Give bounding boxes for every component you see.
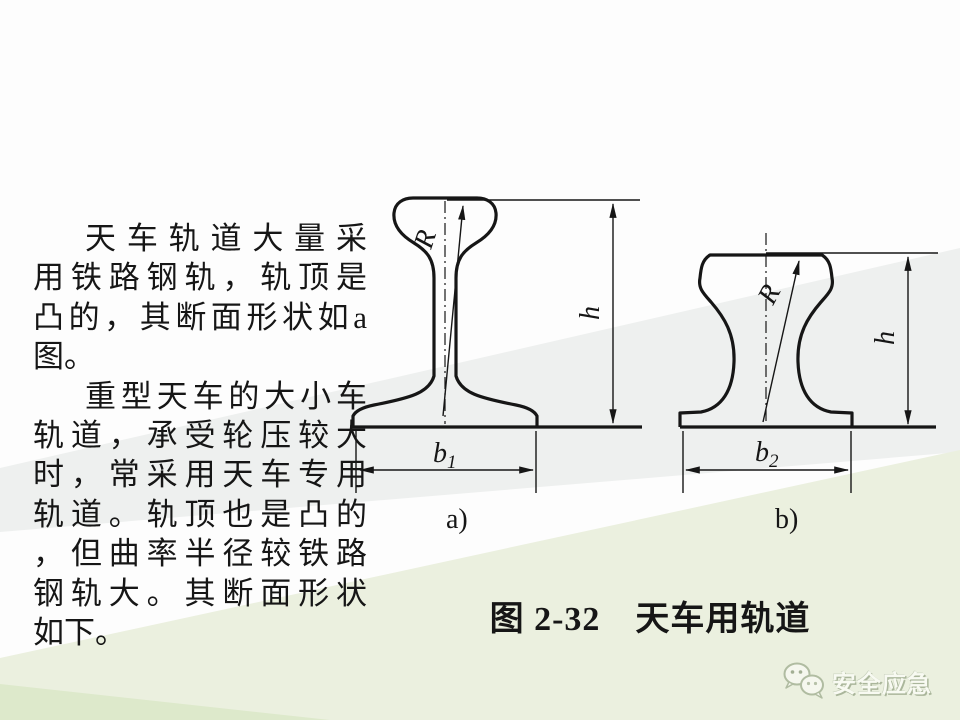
body-text-line: 轨道。轨顶也是凸的	[33, 496, 367, 532]
gray-diagonal-band	[0, 248, 960, 532]
green-diagonal-band	[0, 450, 960, 720]
body-text-line: 如下。	[33, 615, 126, 651]
body-text-line: ，但曲率半径较铁路	[33, 536, 367, 572]
green-corner-triangle	[0, 684, 330, 720]
body-text-line: 图。	[33, 339, 95, 375]
body-text-line: 重型天车的大小车	[85, 378, 367, 414]
watermark-text: 安全应急	[832, 670, 932, 698]
rail-a-radius-arrow	[442, 204, 466, 417]
body-text-line: 钢轨大。其断面形状	[33, 575, 367, 611]
rail-b-radius-arrow	[762, 259, 800, 423]
rail-b-width-label: b	[755, 437, 769, 468]
body-text-line: 轨道，承受轮压较大	[33, 418, 367, 454]
rail-a-width-label: b	[433, 438, 447, 469]
wechat-icon	[783, 662, 824, 699]
body-text-line: 时，常采用天车专用	[33, 457, 367, 493]
rail-a-width-subscript: 1	[447, 452, 457, 473]
rail-a-radius-label: R	[408, 226, 443, 253]
body-text-line: 凸的，其断面形状如a	[33, 299, 367, 335]
rail-b-height-label: h	[870, 331, 901, 345]
body-text: 天车轨道大量采 用铁路钢轨，轨顶是 凸的，其断面形状如a 图。 重型天车的大小车…	[33, 219, 367, 652]
rail-b-width-subscript: 2	[769, 451, 779, 472]
body-text-line: 天车轨道大量采	[85, 221, 367, 256]
figure-rail-sections: R h b 1 a) R h b 2 b)	[350, 196, 938, 535]
figure-caption: 图 2-32 天车用轨道	[489, 601, 811, 638]
rail-a-profile	[351, 196, 539, 427]
rail-a-height-label: h	[575, 306, 606, 320]
rail-b-radius-label: R	[751, 280, 787, 311]
body-text-line: 用铁路钢轨，轨顶是	[33, 260, 367, 296]
rail-b-sublabel: b)	[775, 504, 798, 535]
watermark: 安全应急	[781, 659, 932, 703]
rail-a-sublabel: a)	[446, 504, 468, 535]
